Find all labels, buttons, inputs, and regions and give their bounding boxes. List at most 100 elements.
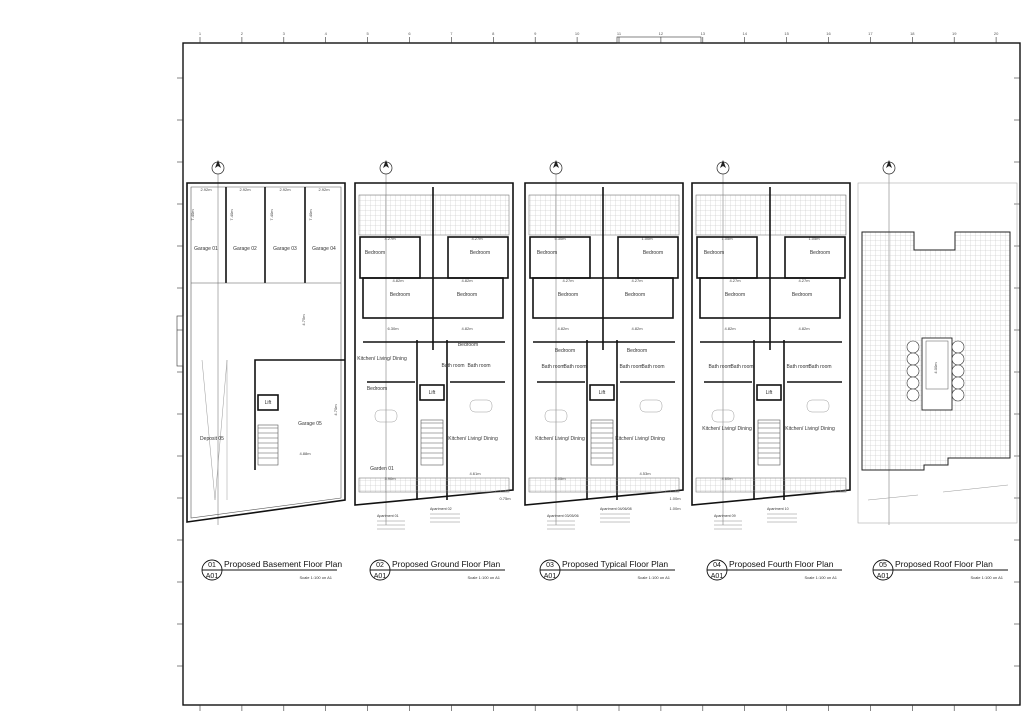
room-label: Bedroom	[555, 348, 575, 354]
room-label: Bedroom	[643, 250, 663, 256]
room-label: Bath room	[641, 364, 664, 370]
dimension-label: 7.40m	[190, 209, 195, 221]
top-tick-label: 11	[617, 31, 622, 36]
garage-label: Garage 04	[312, 246, 336, 252]
dining-table-icon	[639, 399, 663, 413]
lift-shaft	[756, 384, 782, 401]
dimension-label: 4.88m	[299, 451, 311, 456]
top-tick-label: 16	[826, 31, 831, 36]
room-label: Bedroom	[625, 292, 645, 298]
room-label: Bedroom	[627, 348, 647, 354]
sheet-number: A01	[711, 573, 724, 580]
terrace	[695, 194, 847, 236]
dimension-label: 2.92m	[279, 187, 291, 192]
dimension-label: 4.82m	[461, 278, 473, 283]
balcony	[695, 477, 847, 493]
apartment-note: Apartment 01	[377, 514, 399, 518]
bedroom-row-wall	[362, 277, 504, 319]
lift-overrun	[925, 340, 949, 390]
dimension-label: 3.90m	[384, 476, 396, 481]
outer-wall	[691, 182, 851, 506]
north-arrow-pointer-icon	[553, 160, 559, 168]
drawing-number: 01	[208, 562, 216, 569]
room-label: Bedroom	[457, 292, 477, 298]
inner-wall	[190, 186, 342, 519]
top-tick-label: 20	[994, 31, 999, 36]
dimension-label: 4.61m	[469, 471, 481, 476]
room-label: Bedroom	[365, 250, 385, 256]
dimension-label: 4.82m	[798, 326, 810, 331]
balcony	[528, 477, 680, 493]
drawing-number: 03	[546, 562, 554, 569]
dimension-label: 4.27m	[729, 278, 741, 283]
dining-table-icon	[711, 409, 735, 423]
room-label: Kitchen/ Living/ Dining	[535, 436, 585, 442]
room-label: Bedroom	[704, 250, 724, 256]
dimension-label: 7.40m	[269, 209, 274, 221]
room-label: Bath room	[619, 364, 642, 370]
dimension-label: 5.05m	[554, 476, 566, 481]
room-label: Kitchen/ Living/ Dining	[357, 356, 407, 362]
top-tick-label: 13	[701, 31, 706, 36]
top-tick-label: 4	[325, 31, 328, 36]
lift-shaft	[419, 384, 445, 401]
dimension-label: 1.00m	[669, 506, 681, 511]
dimension-label: 4.82m	[392, 278, 404, 283]
water-tank-icon	[906, 376, 920, 390]
water-tank-icon	[951, 352, 965, 366]
plan-title: Proposed Ground Floor Plan	[392, 559, 500, 569]
dimension-label: 4.27m	[631, 278, 643, 283]
lift-shaft	[589, 384, 615, 401]
bedroom-row-wall	[699, 277, 841, 319]
roof-core	[921, 337, 953, 411]
room-label: Bath room	[786, 364, 809, 370]
room-label: Bedroom	[537, 250, 557, 256]
bedroom-wall	[784, 236, 846, 279]
dimension-label: 1.05m	[721, 236, 733, 241]
dimension-label: 4.82m	[557, 326, 569, 331]
garage-label: Garage 02	[233, 246, 257, 252]
room-label: Bedroom	[810, 250, 830, 256]
top-tick-label: 2	[241, 31, 244, 36]
bedroom-wall	[529, 236, 591, 279]
outer-wall	[524, 182, 684, 506]
top-tick-label: 18	[910, 31, 915, 36]
top-tick-label: 8	[492, 31, 495, 36]
room-label: Kitchen/ Living/ Dining	[785, 426, 835, 432]
top-tick-label: 19	[952, 31, 957, 36]
water-tank-icon	[951, 388, 965, 402]
room-label: Bedroom	[558, 292, 578, 298]
room-label: Bedroom	[470, 250, 490, 256]
dimension-label: 4.53m	[639, 471, 651, 476]
dimension-label: 7.40m	[308, 209, 313, 221]
north-arrow-pointer-icon	[215, 160, 221, 168]
water-tank-icon	[906, 388, 920, 402]
dimension-label: 4.82m	[631, 326, 643, 331]
north-arrow-pointer-icon	[886, 160, 892, 168]
room-label: Lift	[766, 390, 773, 396]
room-label: Bedroom	[458, 342, 478, 348]
garage-label: Garage 01	[194, 246, 218, 252]
room-label: Bath room	[730, 364, 753, 370]
top-tick-label: 17	[868, 31, 873, 36]
staircase	[590, 419, 614, 466]
room-label: Bath room	[808, 364, 831, 370]
dimension-label: 4.82m	[724, 326, 736, 331]
plan-scale: Scale 1:100 on A1	[805, 575, 838, 580]
room-label: Bedroom	[792, 292, 812, 298]
bedroom-wall	[696, 236, 758, 279]
room-label: Garden 01	[370, 466, 394, 472]
water-tank-icon	[951, 364, 965, 378]
north-arrow-pointer-icon	[720, 160, 726, 168]
dimension-label: 4.27m	[562, 278, 574, 283]
scale-bar	[616, 36, 702, 44]
sheet-border	[182, 42, 1021, 706]
dimension-label: 4.27m	[384, 236, 396, 241]
dining-table-icon	[544, 409, 568, 423]
scale-bar-vertical	[176, 315, 184, 367]
